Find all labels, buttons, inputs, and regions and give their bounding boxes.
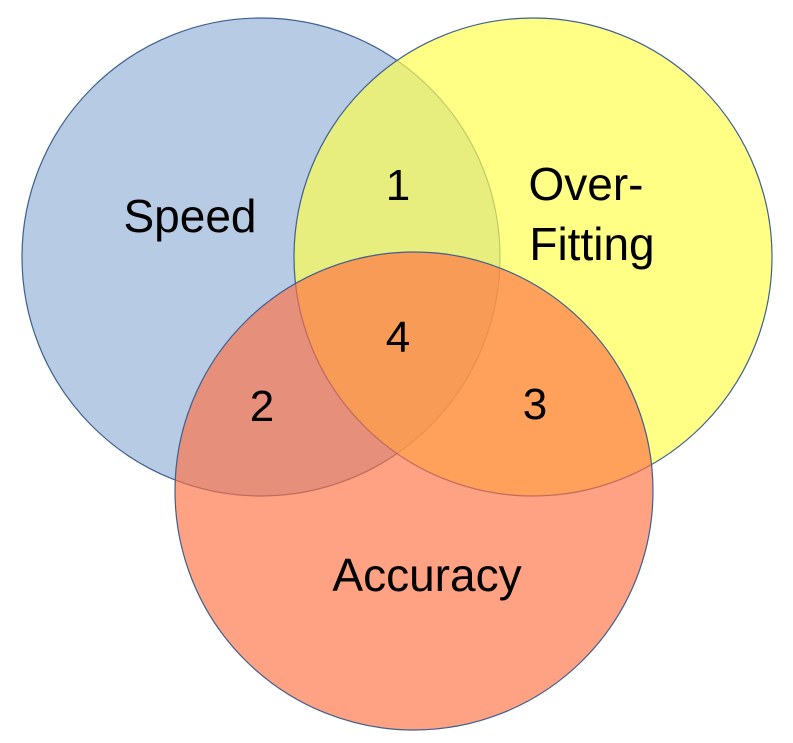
over-fitting-label-line2: Fitting bbox=[529, 218, 654, 270]
over-fitting-label-line1: Over- bbox=[529, 158, 644, 210]
region-4-label: 4 bbox=[386, 313, 410, 362]
accuracy-label: Accuracy bbox=[332, 549, 521, 601]
region-2-label: 2 bbox=[250, 382, 274, 431]
accuracy-circle bbox=[174, 251, 654, 731]
speed-label: Speed bbox=[123, 190, 256, 242]
region-3-label: 3 bbox=[523, 380, 547, 429]
region-1-label: 1 bbox=[386, 161, 410, 210]
